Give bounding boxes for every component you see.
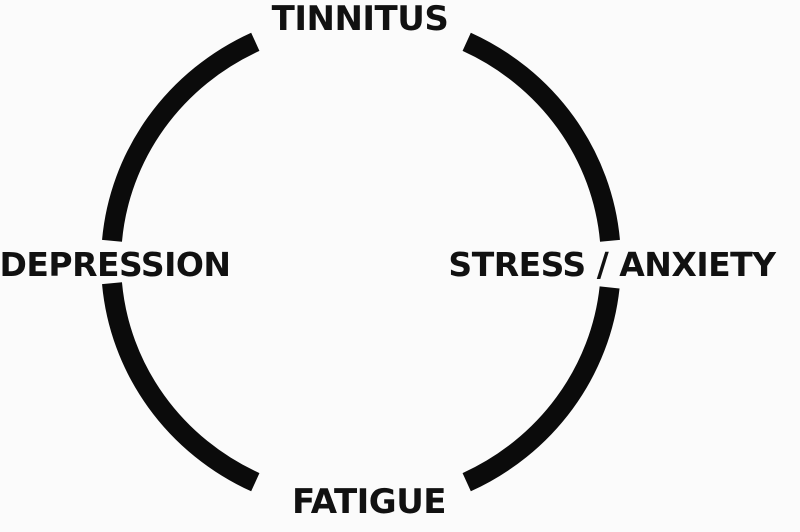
node-label-stress-anxiety: STRESS / ANXIETY	[448, 245, 777, 284]
node-label-depression: DEPRESSION	[0, 245, 231, 284]
cycle-arc-tinnitus-to-stress	[462, 32, 620, 242]
cycle-arc-depression-to-tinnitus	[102, 32, 260, 242]
node-label-fatigue: FATIGUE	[292, 482, 446, 522]
cycle-arc-fatigue-to-depression	[102, 282, 260, 492]
cycle-arc-stress-to-fatigue	[462, 286, 620, 492]
node-label-tinnitus: TINNITUS	[272, 0, 449, 39]
